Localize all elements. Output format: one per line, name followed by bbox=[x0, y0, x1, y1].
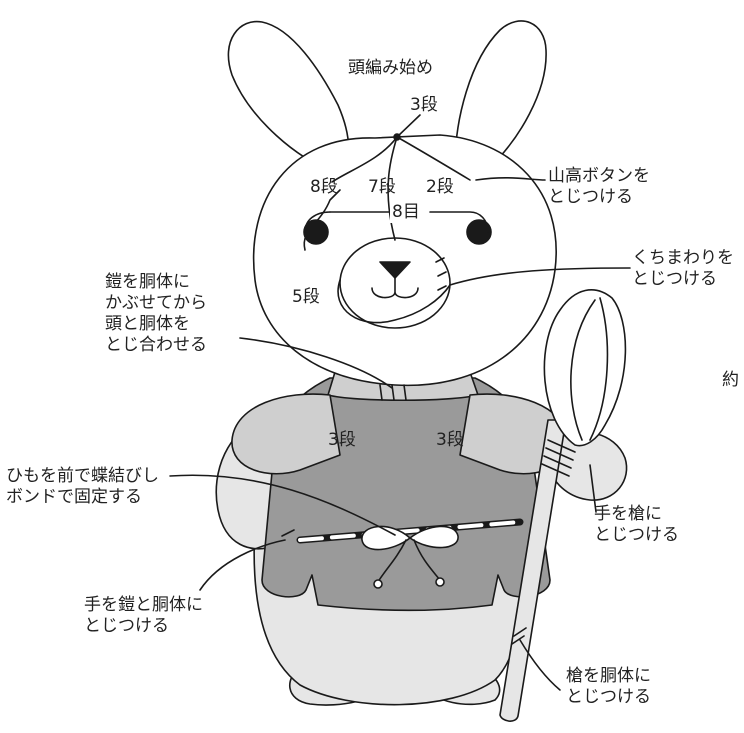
head-start-label: 頭編み始め bbox=[348, 58, 433, 78]
row-3-label: 3段 bbox=[410, 95, 438, 115]
spear-shaft bbox=[499, 419, 567, 722]
row-5-label: 5段 bbox=[292, 287, 320, 307]
right-eye bbox=[466, 219, 492, 245]
mouth-note: くちまわりを とじつける bbox=[632, 248, 734, 289]
row-2-label: 2段 bbox=[426, 177, 454, 197]
hand-armor-note: 手を鎧と胴体に とじつける bbox=[84, 595, 203, 636]
hand-spear-note: 手を槍に とじつける bbox=[594, 504, 679, 545]
right-sleeve-row-label: 3段 bbox=[436, 430, 464, 450]
button-note: 山高ボタンを とじつける bbox=[548, 166, 650, 207]
row-7-label: 7段 bbox=[368, 177, 396, 197]
far-right-cut-label: 約 bbox=[722, 370, 739, 390]
left-sleeve bbox=[231, 393, 341, 475]
left-sleeve-row-label: 3段 bbox=[328, 430, 356, 450]
left-ear bbox=[227, 20, 350, 171]
ribbon-note: ひもを前で蝶結びし ボンドで固定する bbox=[6, 466, 159, 507]
ribbon-bow bbox=[361, 525, 459, 551]
armor-note: 鎧を胴体に かぶせてから 頭と胴体を とじ合わせる bbox=[105, 272, 207, 355]
right-ear bbox=[454, 20, 547, 173]
stitch-8-label: 8目 bbox=[390, 202, 422, 223]
nose bbox=[379, 261, 411, 279]
spear-head bbox=[543, 289, 627, 447]
row-8-label: 8段 bbox=[310, 177, 338, 197]
spear-body-note: 槍を胴体に とじつける bbox=[566, 666, 651, 707]
left-eye bbox=[303, 219, 329, 245]
